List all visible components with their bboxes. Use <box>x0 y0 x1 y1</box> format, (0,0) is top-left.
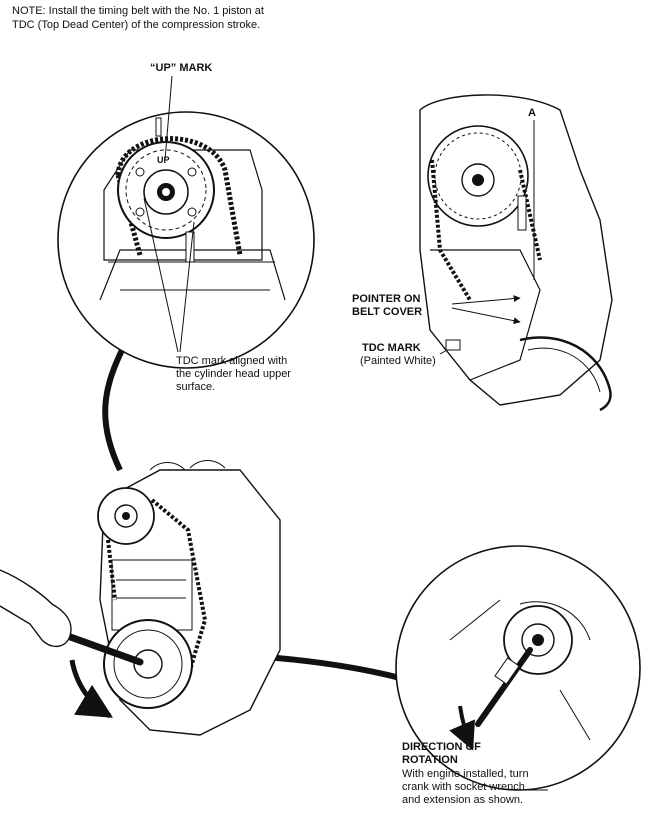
tdc-mark-label: TDC MARK <box>362 342 421 354</box>
mechanic-arm <box>0 569 72 647</box>
cam-pulley-detail <box>57 75 315 369</box>
socket-wrench <box>58 630 144 666</box>
direction-label-line-3: With engine installed, turn <box>402 768 529 780</box>
note-line-2: TDC (Top Dead Center) of the compression… <box>12 19 261 31</box>
direction-label-line-5: and extension as shown. <box>402 794 524 806</box>
direction-label-line-4: crank with socket wrench <box>402 781 525 793</box>
note-line-1: NOTE: Install the timing belt with the N… <box>12 5 264 17</box>
tdc-aligned-line-3: surface. <box>176 381 216 393</box>
crank-rotation-detail <box>395 545 641 791</box>
pointer-label-line-2: BELT COVER <box>352 306 423 318</box>
tdc-aligned-line-2: the cylinder head upper <box>176 368 291 380</box>
cam-up-stamp: UP <box>157 155 170 165</box>
zoom-leader-top <box>102 344 127 472</box>
pointer-label-line-1: POINTER ON <box>352 293 421 305</box>
direction-label-line-1: DIRECTION OF <box>402 741 481 753</box>
painted-white-label: (Painted White) <box>360 355 436 367</box>
engine-view <box>0 460 281 736</box>
up-mark-label: “UP” MARK <box>150 62 213 74</box>
belt-cover-view <box>419 94 613 412</box>
direction-label-line-2: ROTATION <box>402 754 458 766</box>
wrench-extension <box>475 647 533 727</box>
install-note: NOTE: Install the timing belt with the N… <box>12 4 264 32</box>
rotation-arrow-engine <box>69 659 114 719</box>
rotation-arrow-detail <box>449 705 475 751</box>
tdc-aligned-line-1: TDC mark aligned with <box>176 355 288 367</box>
arrow-a-label: A <box>528 107 536 119</box>
